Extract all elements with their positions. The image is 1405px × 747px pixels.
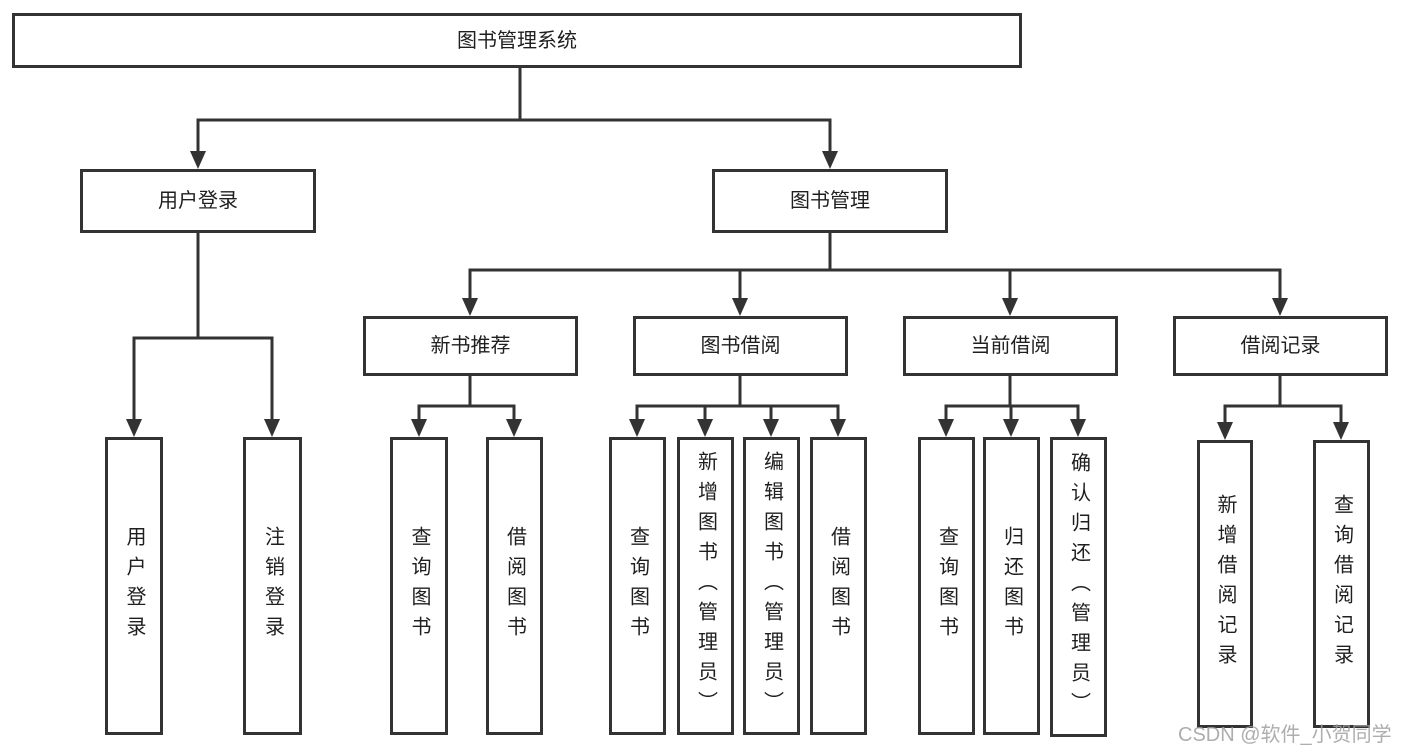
node-label: 新书推荐 — [430, 335, 511, 357]
node-label: 确认归还（管理员） — [1067, 452, 1090, 722]
connector-book-borrowing-to-leaves — [629, 376, 846, 437]
leaf-add-borrow-record: 新增借阅记录 — [1197, 440, 1253, 728]
leaf-logout: 注销登录 — [243, 437, 302, 735]
leaf-edit-books-admin: 编辑图书（管理员） — [743, 437, 800, 735]
leaf-confirm-return-admin: 确认归还（管理员） — [1050, 437, 1107, 737]
connector-user-login-to-leaves — [126, 233, 280, 437]
node-label: 图书管理 — [790, 190, 870, 212]
node-label: 借阅图书 — [827, 526, 850, 646]
node-label: 归还图书 — [1000, 526, 1023, 646]
node-new-book-recommend: 新书推荐 — [363, 316, 578, 376]
node-label: 借阅图书 — [503, 526, 526, 646]
leaf-return-books: 归还图书 — [983, 437, 1040, 735]
leaf-query-borrow-record: 查询借阅记录 — [1313, 440, 1370, 728]
leaf-query-books-recommend: 查询图书 — [390, 437, 448, 735]
connector-root-to-level2 — [190, 68, 838, 169]
leaf-query-books-current: 查询图书 — [918, 437, 975, 735]
node-label: 当前借阅 — [970, 335, 1051, 357]
leaf-borrow-books: 借阅图书 — [810, 437, 867, 735]
node-label: 编辑图书（管理员） — [760, 451, 783, 721]
node-label: 图书管理系统 — [457, 29, 577, 52]
node-label: 查询图书 — [626, 526, 649, 646]
node-book-borrowing: 图书借阅 — [633, 316, 848, 376]
node-root-library-system: 图书管理系统 — [12, 13, 1022, 68]
connector-new-book-recommend-to-leaves — [411, 376, 522, 437]
leaf-borrow-books-recommend: 借阅图书 — [486, 437, 543, 735]
leaf-user-login: 用户登录 — [105, 437, 163, 735]
node-borrowing-records: 借阅记录 — [1173, 316, 1388, 376]
node-label: 图书借阅 — [700, 335, 781, 357]
node-current-borrowing: 当前借阅 — [903, 316, 1118, 376]
node-label: 注销登录 — [261, 526, 284, 646]
node-label: 新增借阅记录 — [1214, 494, 1236, 674]
node-label: 用户登录 — [123, 526, 145, 646]
node-label: 查询借阅记录 — [1330, 494, 1353, 674]
connector-book-management-to-level3 — [462, 233, 1288, 316]
node-label: 查询图书 — [408, 526, 430, 646]
leaf-query-books-borrowing: 查询图书 — [609, 437, 666, 735]
node-label: 用户登录 — [158, 190, 238, 212]
node-label: 借阅记录 — [1240, 335, 1321, 357]
node-book-management: 图书管理 — [712, 169, 948, 233]
connector-current-borrowing-to-leaves — [938, 376, 1086, 437]
node-user-login: 用户登录 — [80, 169, 316, 233]
leaf-add-books-admin: 新增图书（管理员） — [677, 437, 734, 735]
connector-borrowing-records-to-leaves — [1217, 376, 1349, 440]
node-label: 新增图书（管理员） — [694, 451, 717, 721]
csdn-watermark: CSDN @软件_小贺同学 — [1178, 724, 1392, 746]
node-label: 查询图书 — [935, 526, 958, 646]
